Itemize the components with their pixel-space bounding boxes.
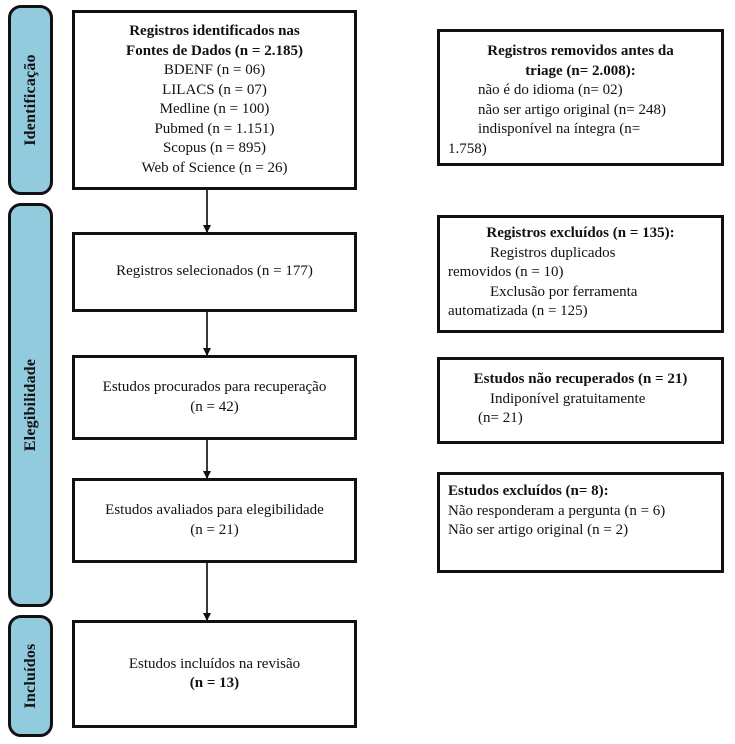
phase-elegibilidade: Elegibilidade (8, 203, 53, 607)
box-line: não é do idioma (n= 02) (478, 82, 623, 98)
box-line: BDENF (n = 06) (163, 62, 266, 78)
box-line: Registros removidos antes da (487, 43, 674, 59)
box-registros-excluidos: Registros excluídos (n = 135): Registros… (437, 215, 724, 333)
box-line: Não responderam a pergunta (n = 6) (448, 502, 666, 519)
box-line: triage (n= 2.008): (525, 62, 636, 79)
box-line: Registros selecionados (n = 177) (116, 263, 313, 280)
box-line: Estudos não recuperados (n = 21) (473, 371, 688, 387)
box-estudos-incluidos: Estudos incluídos na revisão (n = 13) (72, 620, 357, 728)
box-registros-selecionados: Registros selecionados (n = 177) (72, 232, 357, 312)
box-line: Registros excluídos (n = 135): (486, 225, 675, 241)
box-line: LILACS (n = 07) (162, 81, 267, 98)
box-line: Fontes de Dados (n = 2.185) (126, 42, 303, 59)
phase-label-elegibilidade: Elegibilidade (21, 358, 39, 452)
arrow-avaliados-to-incluidos (203, 563, 211, 621)
box-line: indisponível na íntegra (n= (478, 121, 641, 137)
box-line: Web of Science (n = 26) (141, 159, 288, 176)
box-line: (n = 42) (190, 398, 239, 415)
phase-label-incluidos: Incluídos (21, 643, 39, 709)
box-line: automatizada (n = 125) (448, 303, 588, 319)
box-line: Registros identificados nas (129, 23, 300, 39)
box-registros-removidos: Registros removidos antes da triage (n= … (437, 29, 724, 166)
box-line: Indiponível gratuitamente (490, 390, 646, 407)
phase-incluidos: Incluídos (8, 615, 53, 737)
box-line: Estudos procurados para recuperação (102, 379, 327, 395)
box-line: não ser artigo original (n= 248) (478, 101, 666, 118)
box-line: Estudos incluídos na revisão (128, 655, 301, 672)
phase-label-identificacao: Identificação (21, 54, 39, 146)
box-line: Não ser artigo original (n = 2) (448, 522, 629, 538)
box-line: Estudos avaliados para elegibilidade (105, 502, 324, 518)
box-line: (n= 21) (478, 410, 523, 426)
box-line: 1.758) (448, 140, 487, 157)
box-line: Registros duplicados (490, 244, 616, 261)
box-estudos-avaliados: Estudos avaliados para elegibilidade (n … (72, 478, 357, 563)
arrow-procurados-to-avaliados (203, 440, 211, 479)
box-line: (n = 13) (189, 675, 240, 691)
box-line: Medline (n = 100) (159, 101, 270, 117)
arrow-selecionados-to-procurados (203, 312, 211, 356)
box-estudos-procurados: Estudos procurados para recuperação (n =… (72, 355, 357, 440)
box-registros-identificados: Registros identificados nas Fontes de Da… (72, 10, 357, 190)
box-line: Pubmed (n = 1.151) (154, 120, 275, 137)
box-estudos-excluidos: Estudos excluídos (n= 8): Não respondera… (437, 472, 724, 573)
phase-identificacao: Identificação (8, 5, 53, 195)
box-line: Exclusão por ferramenta (490, 283, 638, 300)
box-line: Scopus (n = 895) (162, 140, 267, 156)
box-line: (n = 21) (190, 521, 239, 538)
arrow-identificados-to-selecionados (203, 190, 211, 233)
box-line: removidos (n = 10) (448, 264, 564, 280)
box-estudos-nao-recuperados: Estudos não recuperados (n = 21) Indipon… (437, 357, 724, 444)
box-line: Estudos excluídos (n= 8): (448, 483, 609, 499)
